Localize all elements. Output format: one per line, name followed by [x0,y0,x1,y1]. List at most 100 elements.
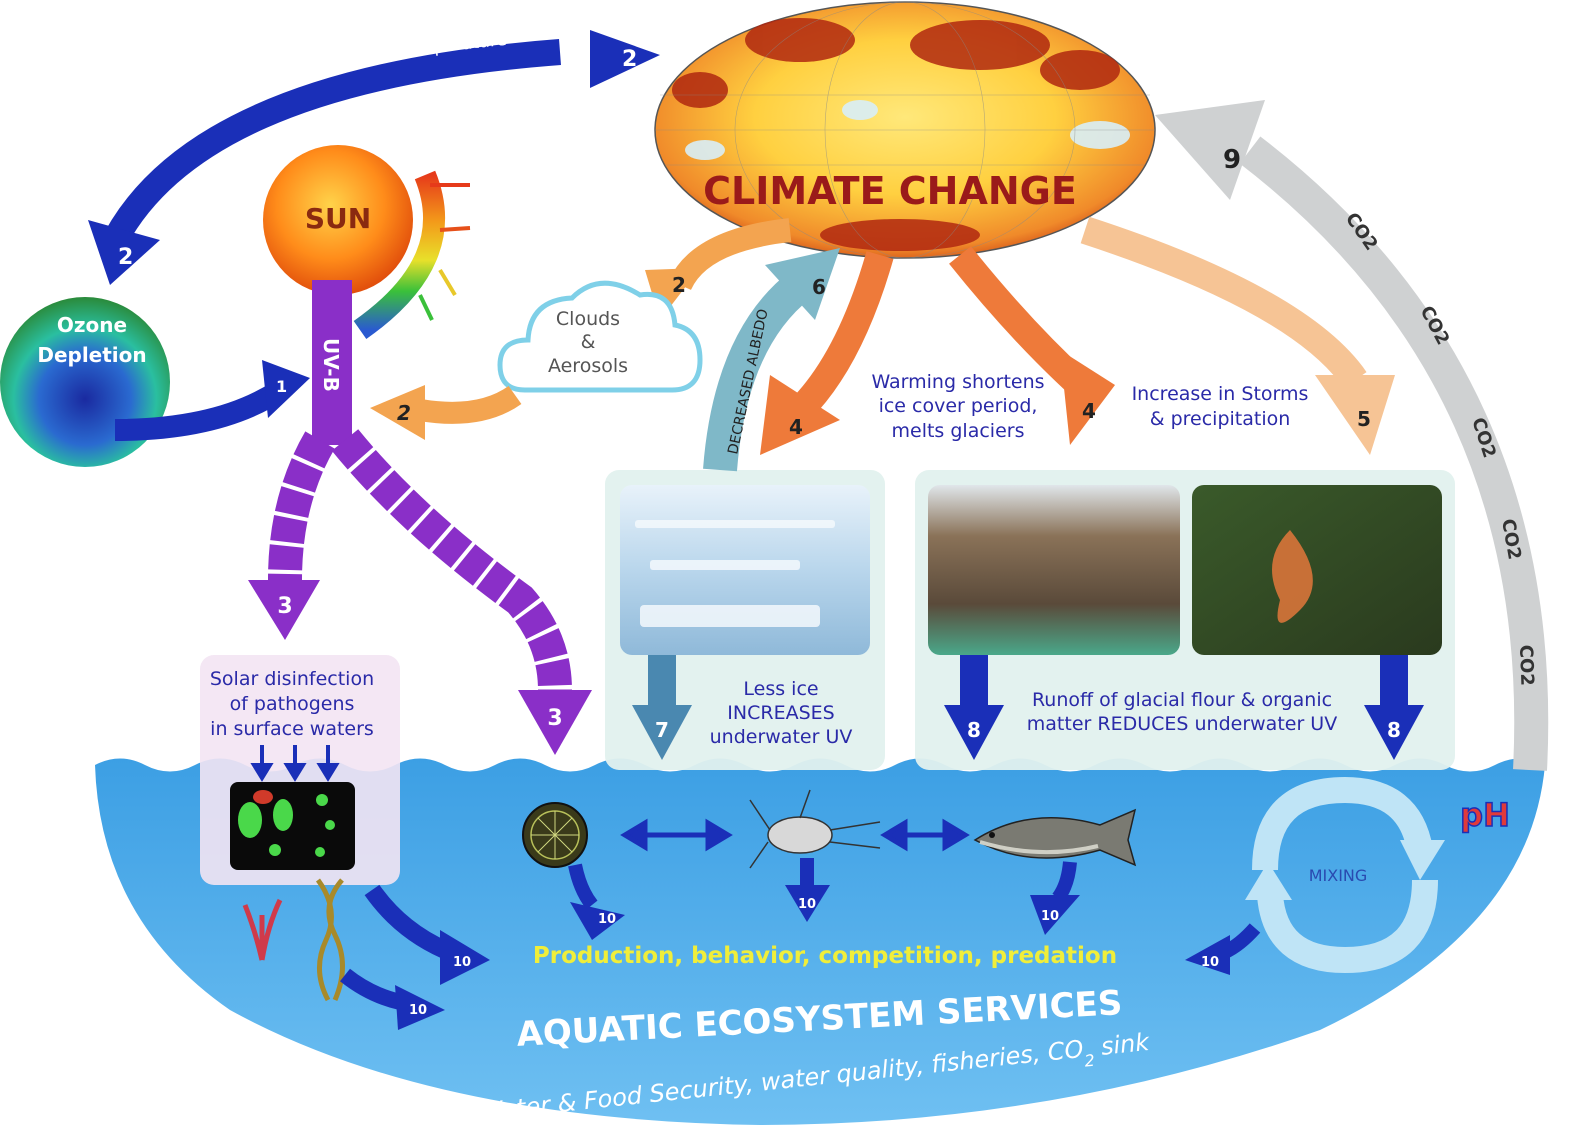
arrow-8-right-head [1364,705,1424,760]
mixing-arrowhead-bottom [1245,862,1292,900]
number-3-left: 3 [277,594,292,619]
mixing-arc-top [1252,776,1433,871]
disinfection-line2: of pathogens [230,693,355,715]
arrow-7-head [632,705,692,760]
mixing-arc-bottom [1257,879,1438,974]
arrow-8-left-head [944,705,1004,760]
globe-grid [655,1,1155,259]
storms-line2: & precipitation [1150,408,1291,430]
number-10-diatom: 10 [598,912,616,927]
arrow-5-storms-head [1315,375,1395,455]
number-9: 9 [1223,145,1241,175]
sun-label: SUN [305,202,371,235]
runoff-line2: matter REDUCES underwater UV [1027,713,1337,735]
arrow-2-clouds-to-uvb-head [370,385,425,440]
disinfection-line1: Solar disinfection [210,668,374,690]
less-ice-line1: Less ice [743,678,818,700]
sun-ray-arrows [418,183,471,321]
less-ice-line3: underwater UV [710,726,853,748]
arrow-2-to-clouds [669,218,792,291]
sun-rainbow-arc [353,170,446,340]
co2-label-5: CO2 [1515,644,1537,686]
uvb-label: UV-B [319,338,343,392]
arrow-4-to-runoff-head [1060,350,1115,445]
number-10-macrophytes: 10 [409,1003,427,1018]
number-2-left: 2 [118,245,133,270]
arrow-1-head [262,360,310,418]
number-10-fish: 10 [1041,909,1059,924]
pathogen-cells [238,794,335,857]
arrow-10-disinfection [364,884,490,985]
arrow-2-clouds-to-uvb [418,385,522,424]
mixing-label: MIXING [1309,866,1368,885]
number-10-zooplankton: 10 [798,897,816,912]
glacier-photo [928,485,1180,655]
albedo-arrowhead [765,248,840,320]
arrow-8-left-shaft [960,655,988,705]
arrow-10-zooplankton [785,858,830,922]
diatom-icon [522,802,588,868]
disinfection-line3: in surface waters [210,718,374,740]
zooplankton-icon [749,789,881,869]
double-arrow-zooplankton-fish [880,818,970,852]
number-4-ice: 4 [789,415,803,439]
satellite-runoff-photo [1192,485,1442,655]
arrow-4-to-ice [789,251,894,420]
uvb-branch-left [268,431,335,581]
warming-line3: melts glaciers [892,420,1025,442]
uvb-column [312,280,352,445]
red-seaweed-icon [242,898,283,961]
clouds-line2: & [581,331,596,353]
sun [263,145,413,295]
climate-change-title: CLIMATE CHANGE [703,169,1077,213]
mixing-arrowhead-top [1400,840,1445,880]
arrow-10-diatom [568,863,625,940]
top-arc-arrow [98,39,561,256]
runoff-line1: Runoff of glacial flour & organic [1032,689,1332,711]
uvb-branch-right [331,429,572,691]
storms-line1: Increase in Storms [1132,383,1309,405]
number-2-top: 2 [622,47,637,72]
albedo-arrow [703,271,811,472]
co2-arrowhead [1155,100,1265,200]
arrow-5-storms [1080,216,1367,389]
clouds-line1: Clouds [556,308,620,330]
ice-floes [635,520,835,627]
number-10-mixing: 10 [1201,955,1219,970]
number-2-uvb: 2 [397,401,411,425]
number-10-disinfection: 10 [453,955,471,970]
water-body [95,758,1545,1125]
warming-line1: Warming shortens [871,371,1044,393]
number-4-runoff: 4 [1082,399,1096,423]
number-5: 5 [1357,407,1371,431]
number-6: 6 [812,275,826,299]
arrow-10-fish [1030,861,1080,935]
ph-label: pH [1460,796,1510,834]
number-1: 1 [276,377,287,396]
co2-arrow [1239,136,1549,771]
warming-line2: ice cover period, [879,395,1038,417]
number-3-right: 3 [547,706,562,731]
number-8-left: 8 [967,718,981,742]
arrow-10-mixing [1185,923,1261,975]
number-8-right: 8 [1387,718,1401,742]
less-ice-line2: INCREASES [727,702,834,724]
disinfection-arrows [250,745,340,782]
uvb-left-head [248,580,320,640]
clouds-line3: Aerosols [548,355,628,377]
globe-cool-spots [685,100,1130,160]
ozone-line2: Depletion [37,343,146,367]
arrow-4-to-ice-head [760,375,840,455]
arrow-8-right-shaft [1380,655,1408,705]
fish-icon [973,808,1137,867]
arrow-7-shaft [648,655,676,705]
clouds-shape [497,280,703,393]
runoff-plume [1272,530,1313,623]
number-2-clouds: 2 [672,273,686,297]
ozone-line1: Ozone [57,313,127,337]
top-arc-arrowhead-right [590,30,660,88]
double-arrow-diatom-zooplankton [620,818,733,852]
arrow-1 [114,380,287,441]
uvb-right-head [518,690,592,755]
